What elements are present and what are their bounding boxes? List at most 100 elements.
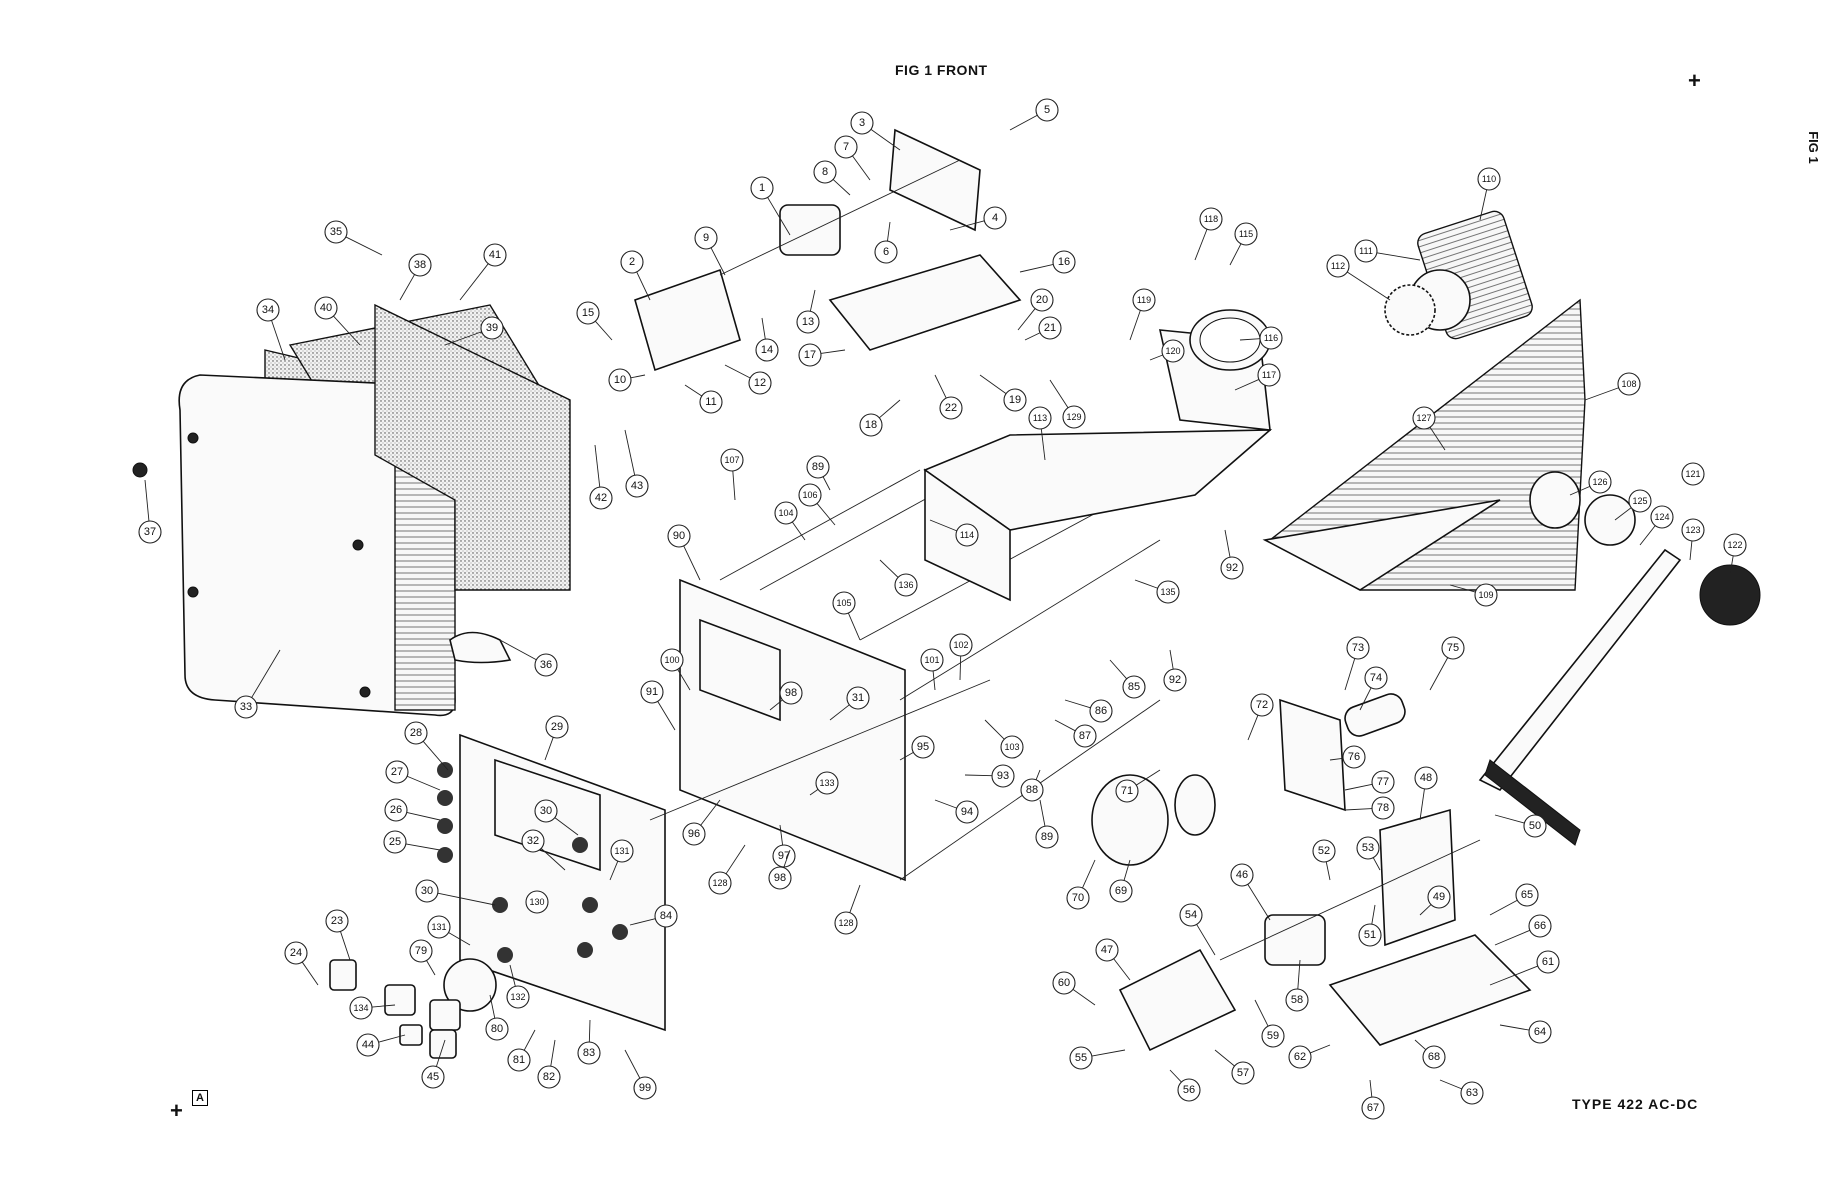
callout-number: 131 xyxy=(614,846,629,856)
leader-line xyxy=(588,1019,591,1043)
callout-number: 62 xyxy=(1294,1051,1306,1063)
leader-line xyxy=(879,559,899,578)
leader-line xyxy=(1584,387,1619,401)
callout-number: 12 xyxy=(754,377,766,389)
callout-30: 30 xyxy=(415,879,496,906)
callout-circle xyxy=(911,735,935,759)
callout-number: 30 xyxy=(540,805,552,817)
callout-circle xyxy=(1414,766,1438,790)
leader-line xyxy=(657,701,676,731)
callout-120: 120 xyxy=(1149,339,1185,363)
callout-34: 34 xyxy=(256,298,286,361)
callout-number: 13 xyxy=(802,316,814,328)
leader-line xyxy=(964,774,993,777)
callout-circle xyxy=(1052,250,1076,274)
callout-27: 27 xyxy=(385,760,441,791)
callout-circle xyxy=(1179,903,1203,927)
callout-circle xyxy=(1723,533,1747,557)
callout-circle xyxy=(1109,879,1133,903)
callout-42: 42 xyxy=(589,444,613,510)
leader-line xyxy=(509,964,516,987)
leader-line xyxy=(929,519,957,532)
leader-line xyxy=(1247,884,1271,921)
callout-number: 2 xyxy=(629,256,635,268)
callout-circle xyxy=(748,371,772,395)
leader-line xyxy=(887,221,891,242)
callout-15: 15 xyxy=(576,301,613,341)
leader-line xyxy=(725,844,746,875)
leader-line xyxy=(934,374,947,399)
callout-28: 28 xyxy=(404,721,449,771)
callout-10: 10 xyxy=(608,368,646,392)
callout-number: 100 xyxy=(664,655,679,665)
callout-number: 51 xyxy=(1364,929,1376,941)
callout-number: 124 xyxy=(1654,512,1669,522)
callout-136: 136 xyxy=(879,559,918,597)
leader-line xyxy=(636,271,651,301)
callout-23: 23 xyxy=(325,909,351,961)
leader-line xyxy=(340,931,351,961)
callout-number: 116 xyxy=(1264,333,1278,343)
callout-circle xyxy=(1356,836,1380,860)
callout-50: 50 xyxy=(1494,814,1547,838)
callout-92: 92 xyxy=(1163,649,1187,692)
callout-number: 87 xyxy=(1079,730,1091,742)
callout-123: 123 xyxy=(1681,518,1705,561)
callout-89: 89 xyxy=(1035,799,1059,849)
leader-line xyxy=(422,741,449,771)
callout-101: 101 xyxy=(920,648,944,691)
callout-63: 63 xyxy=(1439,1079,1484,1105)
ring-gear xyxy=(1529,471,1581,529)
leader-line xyxy=(1569,485,1591,496)
callout-circle xyxy=(834,135,858,159)
callout-29: 29 xyxy=(544,715,569,761)
callout-number: 65 xyxy=(1521,889,1533,901)
callout-number: 24 xyxy=(290,947,302,959)
leader-line xyxy=(540,848,566,871)
callout-circle xyxy=(640,680,664,704)
callout-number: 98 xyxy=(785,687,797,699)
callout-circle xyxy=(1681,462,1705,486)
callout-number: 55 xyxy=(1075,1052,1087,1064)
callout-41: 41 xyxy=(459,243,507,301)
callout-circle xyxy=(483,243,507,267)
leader-line xyxy=(1224,529,1231,558)
callout-number: 113 xyxy=(1033,413,1047,423)
callout-number: 71 xyxy=(1121,785,1133,797)
callout-circle xyxy=(1441,636,1465,660)
leader-line xyxy=(251,649,281,698)
callout-number: 126 xyxy=(1592,477,1607,487)
corner-badge: A xyxy=(192,1090,208,1106)
callout-circle xyxy=(1095,938,1119,962)
callout-circle xyxy=(1000,735,1024,759)
callout-64: 64 xyxy=(1499,1020,1552,1044)
leader-line xyxy=(1123,859,1131,881)
callout-number: 11 xyxy=(705,396,716,408)
leader-line xyxy=(1129,310,1141,341)
callout-131: 131 xyxy=(427,915,471,946)
callout-number: 72 xyxy=(1256,699,1268,711)
callout-125: 125 xyxy=(1614,489,1652,521)
callout-84: 84 xyxy=(629,904,678,928)
callout-119: 119 xyxy=(1129,288,1156,341)
callout-number: 10 xyxy=(614,374,626,386)
leader-line xyxy=(847,612,861,641)
callout-circle xyxy=(1261,1024,1285,1048)
callout-circle xyxy=(1089,699,1113,723)
callout-number: 80 xyxy=(491,1023,503,1035)
callout-circle xyxy=(1354,239,1378,263)
leader-line xyxy=(271,320,286,361)
callout-number: 82 xyxy=(543,1071,555,1083)
callout-circle xyxy=(534,653,558,677)
callout-circle xyxy=(1536,950,1560,974)
callout-circle xyxy=(1588,470,1612,494)
callout-17: 17 xyxy=(798,343,846,367)
callout-circle xyxy=(920,648,944,672)
callout-39: 39 xyxy=(444,316,504,346)
callout-circle xyxy=(667,524,691,548)
leader-line xyxy=(1239,338,1261,341)
leader-line xyxy=(523,1029,536,1051)
figure-title: FIG 1 FRONT xyxy=(895,62,988,78)
callout-circle xyxy=(577,1041,601,1065)
leader-line xyxy=(732,470,736,501)
